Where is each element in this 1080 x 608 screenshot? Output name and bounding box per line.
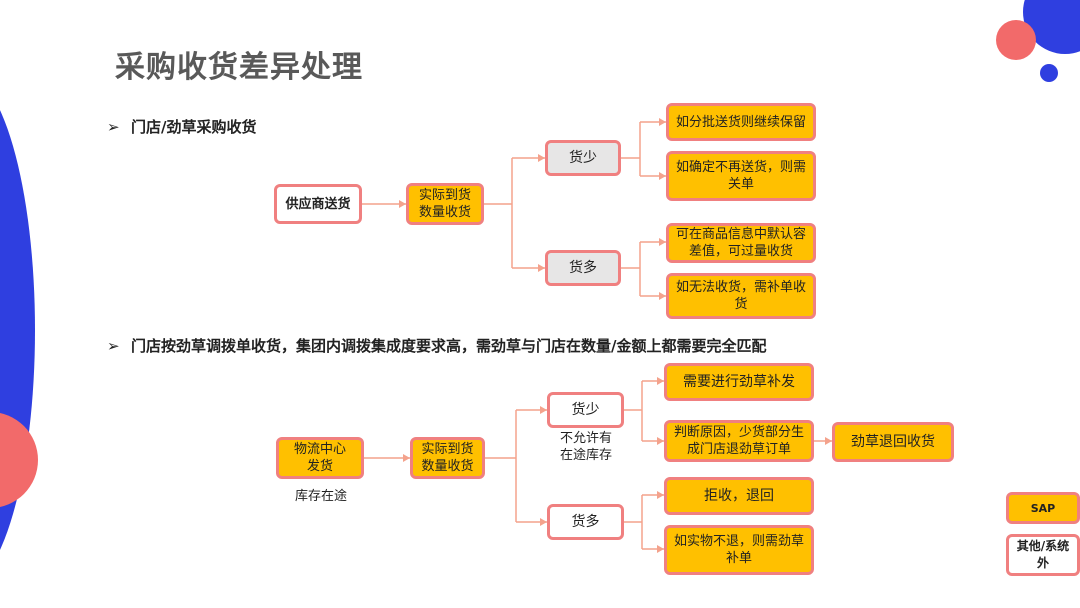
no-transit-allowed-note: 不允许有 在途库存 [559,431,612,463]
top-right-blue-circle [1023,0,1080,54]
bullet-arrow-icon: ➢ [107,337,120,355]
section2-bullet-text: 门店按劲草调拨单收货，集团内调拨集成度要求高，需劲草与门店在数量/金额上都需要完… [131,337,767,355]
s2-over-action-1: 拒收，退回 [664,477,814,515]
legend-sap: SAP [1006,492,1080,524]
page-title: 采购收货差异处理 [115,50,363,85]
inventory-in-transit-note: 库存在途 [294,489,347,504]
left-coral-circle [0,413,38,507]
return-receive-box: 劲草退回收货 [832,422,954,462]
s2-short-action-2: 判断原因，少货部分生成门店退劲草订单 [664,420,814,462]
s2-short-box: 货少 [547,392,624,428]
s1-over-action-2: 如无法收货，需补单收货 [666,273,816,319]
s2-over-box: 货多 [547,504,624,540]
s1-short-box: 货少 [545,140,621,176]
s1-short-action-2: 如确定不再送货，则需关单 [666,151,816,201]
s1-over-action-1: 可在商品信息中默认容差值，可过量收货 [666,223,816,263]
s2-actual-receive-box: 实际到货 数量收货 [410,437,485,479]
legend-other-system: 其他/系统外 [1006,534,1080,576]
logistics-center-box: 物流中心 发货 [276,437,364,479]
s1-over-box: 货多 [545,250,621,286]
s2-over-action-2: 如实物不退，则需劲草补单 [664,525,814,575]
top-right-small-circle [1040,64,1058,82]
top-right-coral-circle [996,20,1036,60]
s2-short-action-1: 需要进行劲草补发 [664,363,814,401]
section1-bullet: ➢ 门店/劲草采购收货 [107,116,256,137]
s1-actual-receive-box: 实际到货 数量收货 [406,183,484,225]
supplier-delivery-box: 供应商送货 [274,184,362,224]
section1-bullet-text: 门店/劲草采购收货 [131,118,257,136]
bullet-arrow-icon: ➢ [107,118,120,136]
s1-short-action-1: 如分批送货则继续保留 [666,103,816,141]
section2-bullet: ➢ 门店按劲草调拨单收货，集团内调拨集成度要求高，需劲草与门店在数量/金额上都需要… [107,335,766,356]
